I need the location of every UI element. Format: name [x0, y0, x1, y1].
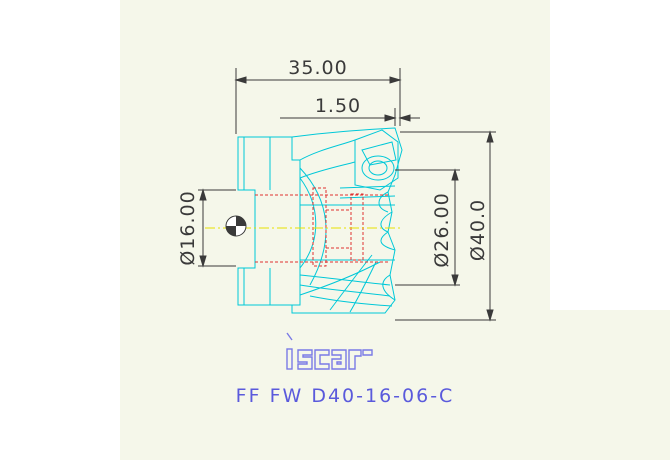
- dimension-hub-label: Ø26.00: [431, 192, 453, 267]
- brand-logo: [286, 332, 373, 370]
- dimension-lines: [198, 68, 496, 322]
- dimension-offset-label: 1.50: [315, 95, 361, 117]
- sheet-extension: [545, 310, 670, 460]
- dimension-outer-label: Ø40.0: [467, 199, 489, 261]
- center-mark-symbol: [225, 215, 247, 237]
- hidden-lines: [255, 187, 388, 267]
- drawing-sheet: [120, 0, 550, 460]
- dimension-bore-label: Ø16.00: [177, 190, 199, 265]
- cutter-body: [237, 127, 403, 314]
- dimension-length-label: 35.00: [288, 57, 347, 79]
- part-number-label: FF FW D40-16-06-C: [236, 385, 455, 407]
